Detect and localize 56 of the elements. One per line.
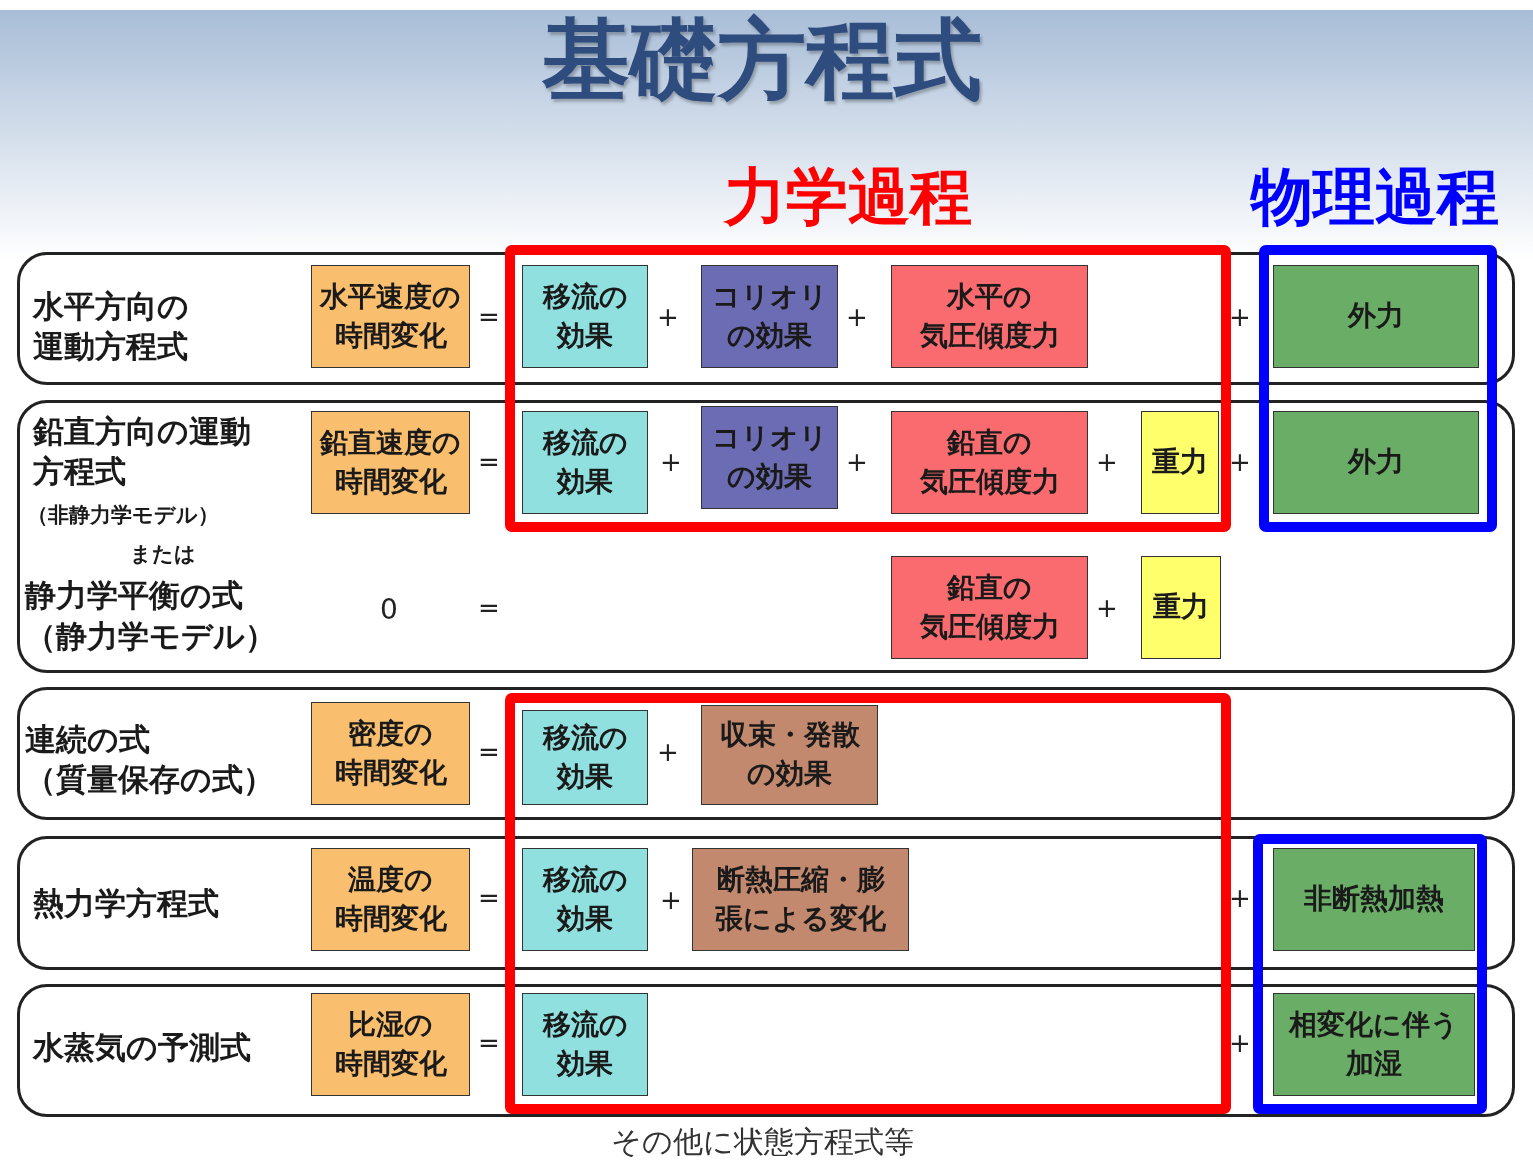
operator-symbol: = — [478, 885, 500, 911]
title: 基礎方程式 — [542, 12, 982, 109]
term-box: 移流の効果 — [522, 993, 648, 1096]
operator-symbol: + — [1229, 1030, 1251, 1056]
term-box: 重力 — [1141, 411, 1219, 514]
term-box: 鉛直速度の時間変化 — [311, 411, 470, 514]
operator-symbol: + — [1096, 595, 1118, 621]
term-box: 水平速度の時間変化 — [311, 265, 470, 368]
term-box: 非断熱加熱 — [1273, 848, 1475, 951]
group-heading: 力学過程 — [724, 162, 972, 232]
term-box: 比湿の時間変化 — [311, 993, 470, 1096]
term-box: 外力 — [1273, 411, 1479, 514]
term-box: 移流の効果 — [522, 411, 648, 514]
group-heading: 物理過程 — [1251, 162, 1499, 232]
term-box: 外力 — [1273, 265, 1479, 368]
term-box: 相変化に伴う加湿 — [1273, 993, 1475, 1096]
operator-symbol: + — [1229, 449, 1251, 475]
equation-name: 水平方向の運動方程式 — [33, 287, 189, 366]
operator-symbol: = — [478, 595, 500, 621]
operator-symbol: + — [660, 887, 682, 913]
operator-symbol: + — [846, 304, 868, 330]
term-box: 鉛直の気圧傾度力 — [891, 556, 1088, 659]
term-box: 水平の気圧傾度力 — [891, 265, 1088, 368]
operator-symbol: = — [478, 304, 500, 330]
term-box: 断熱圧縮・膨張による変化 — [692, 848, 909, 951]
term-box: 収束・発散の効果 — [701, 705, 878, 805]
term-box: コリオリの効果 — [701, 406, 838, 509]
equation-name: 鉛直方向の運動方程式 — [33, 412, 251, 491]
operator-symbol: + — [1229, 885, 1251, 911]
equation-name: 水蒸気の予測式 — [33, 1028, 251, 1067]
group-frame — [1253, 834, 1487, 1114]
term-box: 密度の時間変化 — [311, 702, 470, 805]
operator-symbol: + — [657, 739, 679, 765]
term-box: 温度の時間変化 — [311, 848, 470, 951]
term-box: 移流の効果 — [522, 710, 648, 805]
caption: その他に状態方程式等 — [610, 1124, 914, 1160]
equation-name: 熱力学方程式 — [33, 884, 219, 923]
operator-symbol: 0 — [380, 596, 398, 624]
equation-name: 静力学平衡の式（静力学モデル） — [25, 576, 276, 656]
term-box: 移流の効果 — [522, 265, 648, 368]
term-box: 重力 — [1141, 556, 1221, 659]
operator-symbol: = — [478, 449, 500, 475]
equation-name: 連続の式（質量保存の式） — [25, 720, 274, 799]
operator-symbol: = — [478, 1030, 500, 1056]
model-note: （非静力学モデル） — [27, 502, 219, 528]
term-box: コリオリの効果 — [701, 265, 838, 368]
term-box: 鉛直の気圧傾度力 — [891, 411, 1088, 514]
operator-symbol: + — [657, 304, 679, 330]
operator-symbol: + — [846, 449, 868, 475]
operator-symbol: + — [1096, 449, 1118, 475]
operator-symbol: + — [1229, 304, 1251, 330]
conjunction-text: または — [130, 541, 196, 567]
operator-symbol: = — [478, 739, 500, 765]
term-box: 移流の効果 — [522, 848, 648, 951]
group-frame — [505, 693, 1231, 1114]
operator-symbol: + — [660, 449, 682, 475]
